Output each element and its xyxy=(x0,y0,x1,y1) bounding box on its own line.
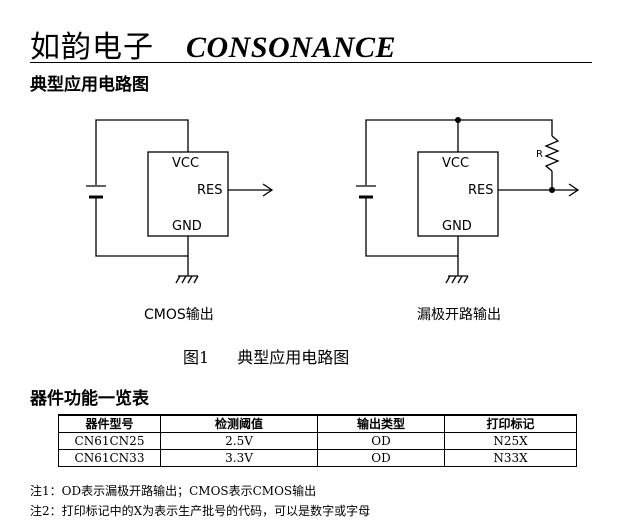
figure-title: 典型应用电路图 xyxy=(237,348,350,367)
right-res-label: RES xyxy=(468,183,494,198)
brand-name-en: CONSONANCE xyxy=(186,31,397,64)
left-caption: CMOS输出 xyxy=(144,307,214,323)
cell-output-type: OD xyxy=(317,432,445,450)
circuit-diagram: VCC RES GND VCC RES GND R CMOS输出 漏极开路输出 xyxy=(86,117,580,323)
right-wire-left xyxy=(365,119,458,185)
cell-part-number: CN61CN25 xyxy=(58,432,161,450)
right-wire-bottom xyxy=(365,198,458,257)
note-1: 注1：OD表示漏极开路输出；CMOS表示CMOS输出 xyxy=(30,484,317,498)
header-rule xyxy=(30,62,592,63)
header-threshold: 检测阈值 xyxy=(160,414,318,433)
right-junction-out xyxy=(549,187,555,193)
table-row: CN61CN25 2.5V OD N25X xyxy=(58,432,577,450)
right-wire-top-r xyxy=(458,119,553,136)
left-res-label: RES xyxy=(197,183,223,198)
right-vcc-label: VCC xyxy=(442,156,469,171)
cell-part-number: CN61CN33 xyxy=(58,449,161,467)
figure-number: 图1 xyxy=(183,348,210,367)
cell-marking: N25X xyxy=(444,432,577,450)
left-vcc-label: VCC xyxy=(172,156,199,171)
cell-output-type: OD xyxy=(317,449,445,467)
cell-threshold: 2.5V xyxy=(160,432,318,450)
right-gnd-label: GND xyxy=(442,219,472,234)
header-part-number: 器件型号 xyxy=(58,414,161,433)
section-title-function-table: 器件功能一览表 xyxy=(30,389,149,409)
resistor-label: R xyxy=(536,149,543,160)
header-marking: 打印标记 xyxy=(444,414,577,433)
right-output-arrow xyxy=(568,183,580,197)
right-resistor xyxy=(544,135,560,172)
device-function-table: 器件型号 检测阈值 输出类型 打印标记 CN61CN25 2.5V OD N25… xyxy=(58,414,577,467)
page-header: 如韵电子 CONSONANCE xyxy=(30,22,396,66)
left-wire-top xyxy=(95,119,189,185)
left-output-arrow xyxy=(262,183,274,197)
note-2: 注2：打印标记中的X为表示生产批号的代码，可以是数字或字母 xyxy=(30,504,371,518)
left-wire-bottom xyxy=(95,198,188,257)
right-junction-top xyxy=(455,117,461,123)
right-caption: 漏极开路输出 xyxy=(417,307,501,323)
section-title-circuit: 典型应用电路图 xyxy=(30,75,149,95)
figure-caption: 图1 典型应用电路图 xyxy=(183,344,349,368)
table-header-row: 器件型号 检测阈值 输出类型 打印标记 xyxy=(58,414,577,433)
cell-marking: N33X xyxy=(444,449,577,467)
header-output-type: 输出类型 xyxy=(317,414,445,433)
cell-threshold: 3.3V xyxy=(160,449,318,467)
left-gnd-label: GND xyxy=(172,219,202,234)
table-row: CN61CN33 3.3V OD N33X xyxy=(58,449,577,467)
brand-name-cn: 如韵电子 xyxy=(30,30,154,65)
